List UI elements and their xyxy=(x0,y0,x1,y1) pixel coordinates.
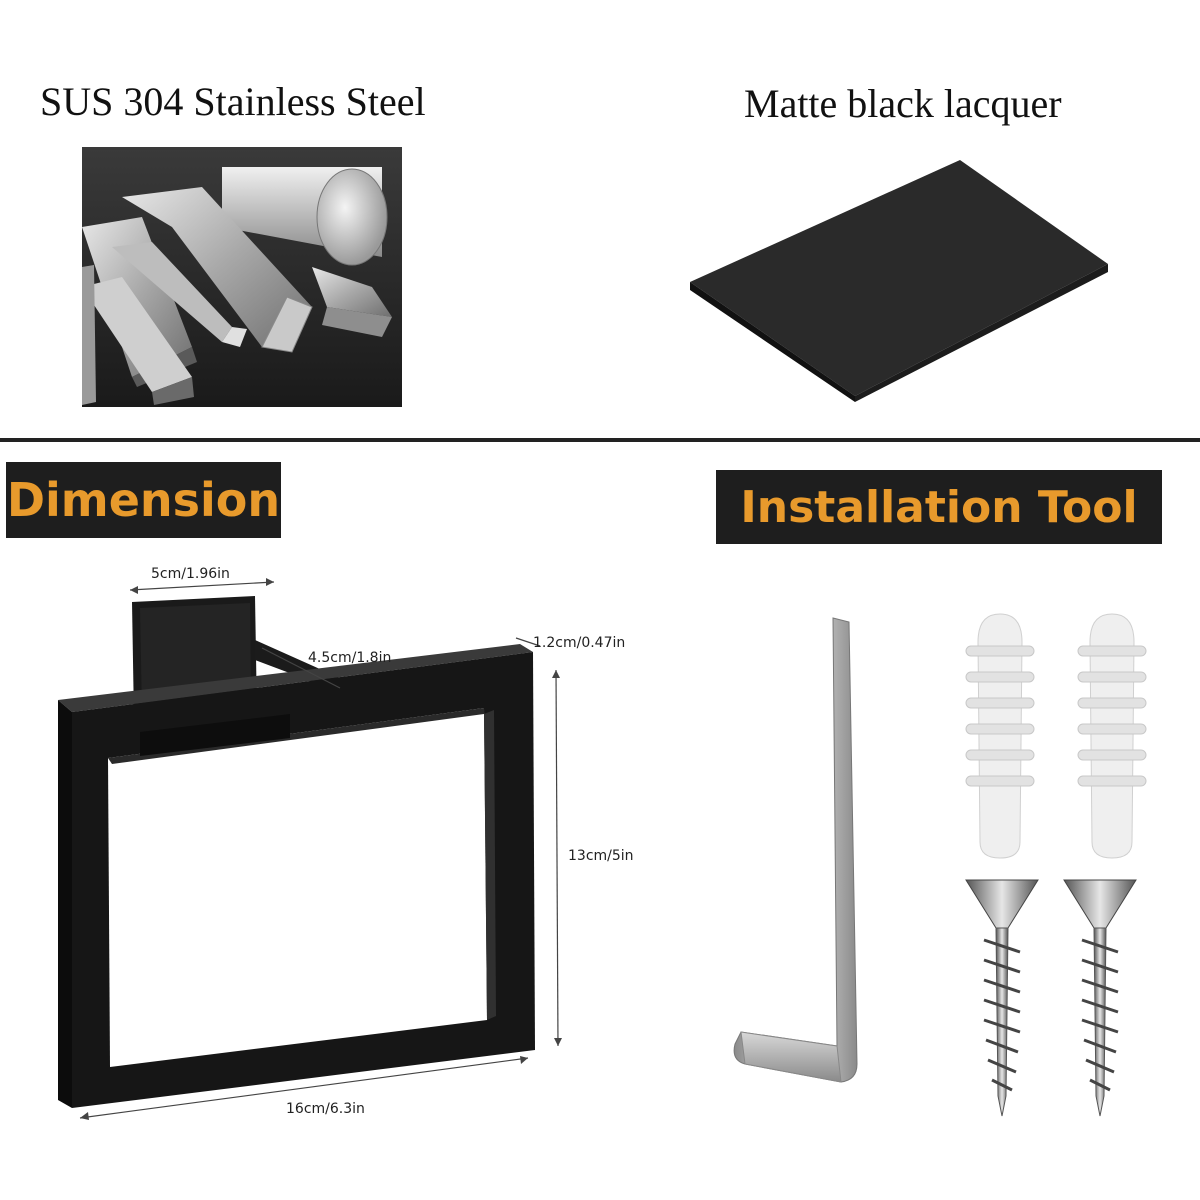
installation-tool-banner: Installation Tool xyxy=(716,470,1162,544)
dimension-banner: Dimension xyxy=(6,462,281,538)
wall-anchor-icon xyxy=(965,613,1035,859)
width-label: 16cm/6.3in xyxy=(286,1101,365,1117)
hex-key-icon xyxy=(733,617,858,1083)
section-divider xyxy=(0,438,1200,442)
steel-title: SUS 304 Stainless Steel xyxy=(40,79,426,124)
base-width-label: 5cm/1.96in xyxy=(151,566,230,582)
black-lacquer-swatch xyxy=(690,160,1108,402)
screw-icon xyxy=(1063,879,1137,1117)
thickness-label: 1.2cm/0.47in xyxy=(533,635,626,651)
lacquer-title: Matte black lacquer xyxy=(744,81,1062,126)
height-label: 13cm/5in xyxy=(568,848,634,864)
steel-bars-image xyxy=(82,147,402,407)
towel-ring-image xyxy=(58,578,562,1120)
wall-anchor-icon xyxy=(1077,613,1147,859)
screw-icon xyxy=(965,879,1039,1117)
depth-label: 4.5cm/1.8in xyxy=(308,650,392,666)
